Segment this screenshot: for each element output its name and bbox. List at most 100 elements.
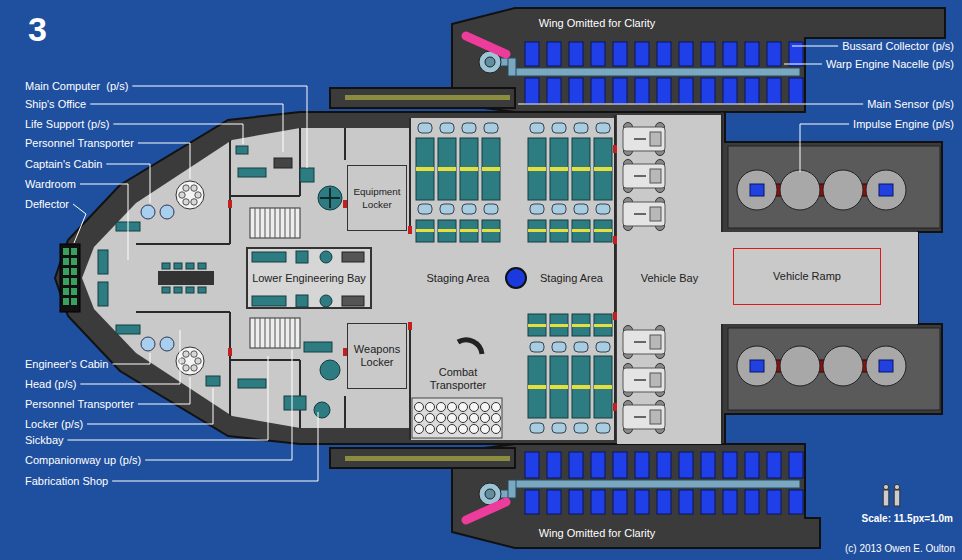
ground-vehicle (623, 123, 665, 156)
leader-line (73, 204, 86, 243)
transporter-emitter (470, 425, 479, 434)
couch-stripe (550, 324, 568, 327)
acceleration-couch (594, 220, 612, 242)
plasma-conduit (508, 480, 516, 498)
warp-coil (701, 452, 715, 478)
warp-coil (723, 490, 737, 514)
warp-coil (613, 490, 627, 514)
acceleration-couch (550, 356, 568, 418)
bunk (238, 168, 266, 177)
stair-tread (260, 318, 261, 348)
vehicle-body (623, 405, 665, 429)
wing-band: Wing Omitted for Clarity (522, 12, 672, 34)
leader-line (518, 104, 863, 105)
transporter-emitter (415, 403, 424, 412)
impulse-reactor (879, 360, 893, 372)
transporter-emitter (481, 403, 490, 412)
leader-line (112, 353, 150, 364)
impulse-reactor (879, 184, 893, 196)
stair-tread (255, 208, 256, 238)
acceleration-couch (572, 314, 590, 336)
office-desk (274, 158, 292, 168)
acceleration-couch (572, 138, 590, 200)
scale-figure (894, 490, 900, 506)
seat (530, 423, 544, 433)
plasma-conduit (508, 58, 516, 76)
stair-tread (280, 318, 281, 348)
warp-coil (657, 490, 671, 514)
callout-label: Wardroom (25, 178, 76, 191)
engine-machinery (342, 252, 364, 262)
fabricator (314, 402, 330, 418)
transporter-pad (176, 181, 204, 209)
cabin-fixture (141, 337, 155, 351)
warp-coil (701, 42, 715, 66)
staging-area: Staging Area (528, 262, 615, 294)
warp-coil (525, 78, 539, 104)
hull (55, 112, 942, 444)
scale-figure (883, 490, 889, 506)
transporter-emitter (481, 425, 490, 434)
locker (206, 376, 220, 386)
engine-machinery (296, 295, 308, 307)
deflector-emitter (63, 248, 69, 255)
acceleration-couch (550, 314, 568, 336)
vehicle-detail (634, 379, 646, 381)
seat (574, 342, 588, 352)
stair-tread (285, 318, 286, 348)
transporter-emitter (191, 185, 197, 191)
impulse-reactor (750, 360, 764, 372)
engineering-bay: Lower Engineering Bay (246, 247, 372, 309)
stair-tread (270, 208, 271, 238)
warp-coil (569, 452, 583, 478)
chair (174, 287, 182, 293)
warp-coil (767, 490, 781, 514)
leader-line (138, 143, 190, 179)
engine-machinery (320, 251, 332, 263)
warp-coil (723, 42, 737, 66)
deflector-emitter (63, 258, 69, 265)
deflector-emitter (71, 268, 77, 275)
acceleration-couch (528, 220, 546, 242)
deck-floor (722, 232, 918, 324)
transporter-emitter (481, 414, 490, 423)
room-name: Equipment Locker (352, 185, 402, 211)
seat (484, 123, 498, 133)
transporter-emitter (459, 414, 468, 423)
transporter-emitter (191, 351, 197, 357)
warp-coil (525, 490, 539, 514)
plasma-conduit (515, 480, 800, 488)
room-name: Staging Area (540, 272, 603, 285)
warp-coil (701, 490, 715, 514)
seat (440, 123, 454, 133)
ground-vehicle (623, 401, 665, 434)
warp-coil (591, 490, 605, 514)
warp-coil (635, 42, 649, 66)
transporter-emitter (492, 403, 501, 412)
transporter-emitter (459, 425, 468, 434)
vehicle-detail (634, 138, 646, 140)
callout-label: Locker (p/s) (25, 418, 83, 431)
scale-figure (883, 484, 888, 489)
vehicle-cab (650, 132, 661, 146)
impulse-engine (823, 170, 863, 210)
room-name: Lower Engineering Bay (252, 272, 366, 285)
transporter-emitter (191, 199, 197, 205)
transporter-emitter (183, 185, 189, 191)
computer-core (320, 360, 340, 380)
door (228, 348, 232, 356)
acceleration-couch (416, 138, 434, 200)
seat (574, 123, 588, 133)
vehicle-cab (650, 335, 661, 349)
transporter-emitter (195, 192, 201, 198)
impulse-engine (737, 170, 777, 210)
seat (530, 123, 544, 133)
stair-tread (285, 208, 286, 238)
details (63, 36, 940, 520)
couch-stripe (572, 385, 590, 389)
warp-coil (635, 490, 649, 514)
warp-coil (701, 78, 715, 104)
chair (198, 287, 206, 293)
transporter-emitter (183, 365, 189, 371)
